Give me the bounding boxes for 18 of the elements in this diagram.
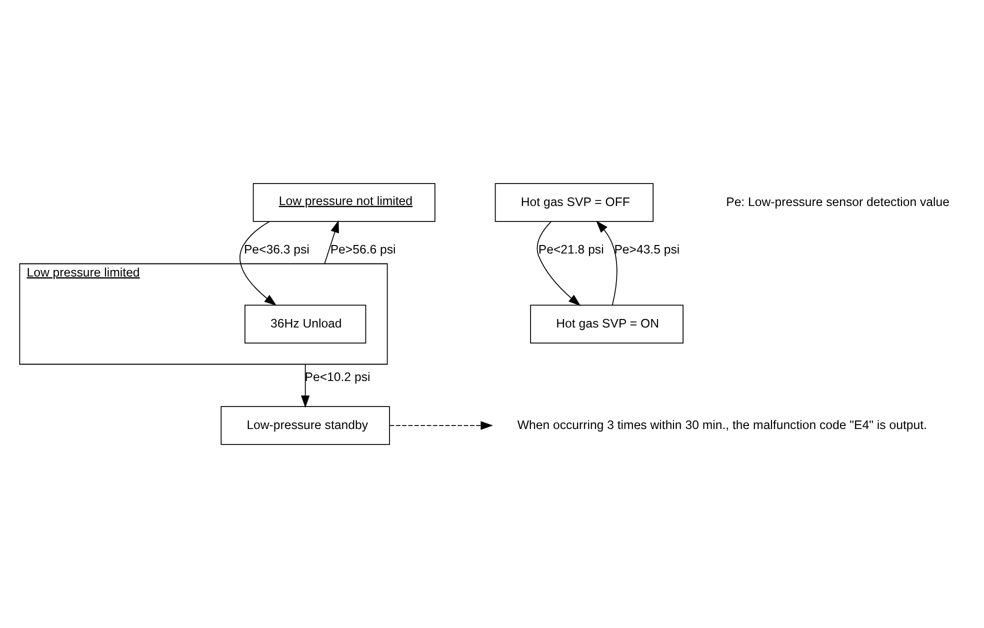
node-box: Low-pressure standby <box>220 406 390 445</box>
label: Pe: Low-pressure sensor detection value <box>726 194 950 209</box>
node-box: Low pressure not limited <box>252 183 436 222</box>
node-box: Hot gas SVP = OFF <box>494 183 654 222</box>
arrow <box>324 220 339 264</box>
arrow <box>596 220 618 306</box>
edge-label: Pe<36.3 psi <box>244 242 310 256</box>
edge-label: Pe>43.5 psi <box>614 242 680 256</box>
arrow <box>389 421 494 430</box>
arrow <box>240 221 277 306</box>
node-box: Hot gas SVP = ON <box>530 304 684 344</box>
edge-label: Pe>56.6 psi <box>330 242 396 256</box>
arrow <box>301 364 310 408</box>
arrow <box>536 221 581 306</box>
node-text: When occurring 3 times within 30 min., the malfunction code "E4" is output. <box>517 418 927 432</box>
edge-label: Pe<21.8 psi <box>538 242 604 256</box>
edge-label: Pe<10.2 psi <box>304 370 370 384</box>
node-box: 36Hz Unload <box>244 304 366 344</box>
